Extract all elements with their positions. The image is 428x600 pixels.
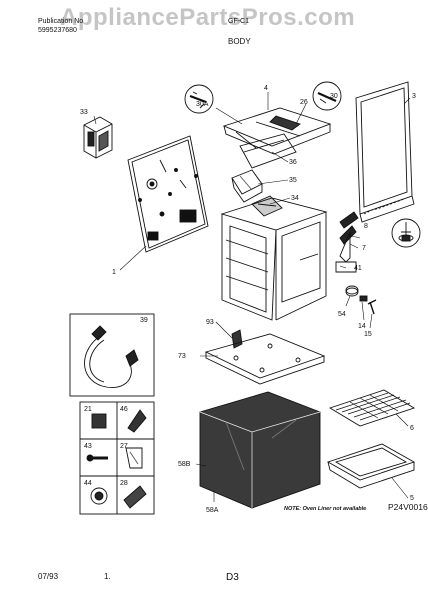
part-6-oven-rack <box>328 389 416 427</box>
callout-93: 93 <box>206 319 214 326</box>
callout-58B: 58B <box>178 461 191 468</box>
part-35-duct <box>231 169 263 203</box>
small-parts-grid <box>79 401 155 515</box>
model-number: GF-C1 <box>228 18 249 25</box>
diagram-reference: P24V0016 <box>388 502 428 512</box>
callout-73: 73 <box>178 353 186 360</box>
part-39-power-cord-box <box>69 313 155 397</box>
part-3-side-panel <box>355 81 415 223</box>
callout-labels: 33 4 30 30A 26 3 1 36 35 34 8 7 41 54 14… <box>80 85 416 514</box>
part-34-vent <box>251 195 283 217</box>
callout-35: 35 <box>289 177 297 184</box>
detail-circle-30 <box>312 81 342 111</box>
part-54-14-15-hardware <box>345 285 377 315</box>
detail-circle-8-foot <box>391 218 421 248</box>
callout-15: 15 <box>364 331 372 338</box>
detail-circle-30A <box>184 84 214 114</box>
callout-33: 33 <box>80 109 88 116</box>
callout-46: 46 <box>120 406 128 413</box>
callout-30: 30 <box>330 93 338 100</box>
part-33-bracket <box>83 116 113 159</box>
callout-43: 43 <box>84 443 92 450</box>
oven-liner-note: NOTE: Oven Liner not available <box>284 506 367 512</box>
callout-39: 39 <box>140 317 148 324</box>
part-7-hinge <box>335 211 359 273</box>
footer-date: 07/93 <box>38 572 59 581</box>
callout-5: 5 <box>410 495 414 502</box>
part-5-broiler-pan <box>326 443 416 489</box>
callout-6: 6 <box>410 425 414 432</box>
leader-lines <box>93 92 411 502</box>
callout-28: 28 <box>120 480 128 487</box>
publication-number: 5995237680 <box>38 27 77 34</box>
part-58-insulation <box>199 391 321 509</box>
callout-41: 41 <box>354 265 362 272</box>
part-93-clip <box>231 329 243 349</box>
part-1-back-panel <box>127 135 209 253</box>
callout-1: 1 <box>112 269 116 276</box>
part-73-bottom-panel <box>204 333 326 385</box>
callout-4: 4 <box>264 85 268 92</box>
callout-36: 36 <box>289 159 297 166</box>
publication-label: Publication No <box>38 18 84 25</box>
callout-3: 3 <box>412 93 416 100</box>
callout-21: 21 <box>84 406 92 413</box>
footer-mark: 1. <box>104 572 111 581</box>
section-title: BODY <box>228 37 251 46</box>
callout-26: 26 <box>300 99 308 106</box>
callout-44: 44 <box>84 480 92 487</box>
part-4-top-panel <box>222 107 332 155</box>
oven-cavity <box>220 197 328 321</box>
callout-27: 27 <box>120 443 128 450</box>
callout-58A: 58A <box>206 507 219 514</box>
callout-7: 7 <box>362 245 366 252</box>
footer-page: D3 <box>226 572 239 583</box>
callout-34: 34 <box>291 195 299 202</box>
callout-54: 54 <box>338 311 346 318</box>
callout-14: 14 <box>358 323 366 330</box>
watermark: AppliancePartsPros.com <box>60 4 356 31</box>
part-36-plate <box>239 133 297 169</box>
callout-30A: 30A <box>196 101 209 108</box>
callout-8: 8 <box>364 223 368 230</box>
